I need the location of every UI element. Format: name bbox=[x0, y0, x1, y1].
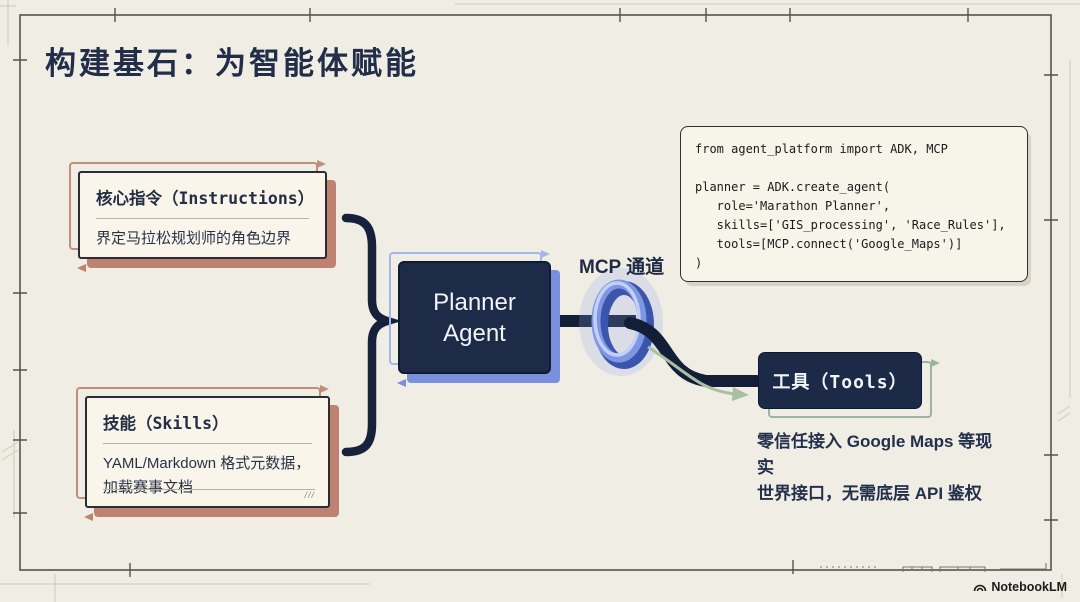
skills-card: 技能（Skills） YAML/Markdown 格式元数据， 加载赛事文档 /… bbox=[76, 385, 339, 521]
planner-agent-node: Planner Agent bbox=[389, 250, 560, 387]
mcp-ring-glow bbox=[579, 268, 663, 376]
notebooklm-logo-icon bbox=[974, 584, 987, 591]
planner-agent-label: Planner Agent bbox=[398, 261, 551, 374]
code-line: role='Marathon Planner', bbox=[695, 199, 891, 213]
page-title: 构建基石：为智能体赋能 bbox=[45, 46, 419, 81]
code-line: ) bbox=[695, 256, 703, 270]
code-line: from agent_platform import ADK, MCP bbox=[695, 142, 948, 156]
code-line bbox=[695, 159, 1021, 178]
watermark-label: NotebookLM bbox=[991, 580, 1067, 594]
instructions-card: 核心指令（Instructions） 界定马拉松规划师的角色边界 bbox=[69, 160, 336, 272]
code-line: skills=['GIS_processing', 'Race_Rules'], bbox=[695, 218, 1006, 232]
mcp-ring-icon bbox=[591, 279, 654, 369]
divider bbox=[103, 443, 312, 444]
skills-card-title: 技能（Skills） bbox=[103, 414, 229, 433]
flow-arrow-icon bbox=[647, 345, 749, 401]
watermark: NotebookLM bbox=[973, 580, 1067, 594]
code-line: planner = ADK.create_agent( bbox=[695, 180, 891, 194]
instructions-card-title: 核心指令（Instructions） bbox=[96, 189, 315, 208]
tools-label: 工具（Tools） bbox=[758, 352, 922, 409]
code-snippet: from agent_platform import ADK, MCP plan… bbox=[680, 126, 1028, 282]
skills-card-hatch-marks: /// bbox=[103, 489, 315, 500]
mcp-channel-label: MCP 通道 bbox=[579, 257, 665, 278]
tools-description: 零信任接入 Google Maps 等现实 世界接口，无需底层 API 鉴权 bbox=[757, 432, 993, 503]
frame-ruler-marks bbox=[820, 563, 1047, 572]
cable-connector-right bbox=[624, 317, 763, 387]
tools-node: 工具（Tools） bbox=[758, 352, 940, 418]
instructions-card-box: 核心指令（Instructions） 界定马拉松规划师的角色边界 bbox=[78, 171, 327, 259]
code-line: tools=[MCP.connect('Google_Maps')] bbox=[695, 237, 963, 251]
curly-brace-connector bbox=[341, 213, 402, 457]
skills-card-box: 技能（Skills） YAML/Markdown 格式元数据， 加载赛事文档 /… bbox=[85, 396, 330, 508]
instructions-card-body: 界定马拉松规划师的角色边界 bbox=[96, 230, 292, 247]
divider bbox=[96, 218, 309, 219]
